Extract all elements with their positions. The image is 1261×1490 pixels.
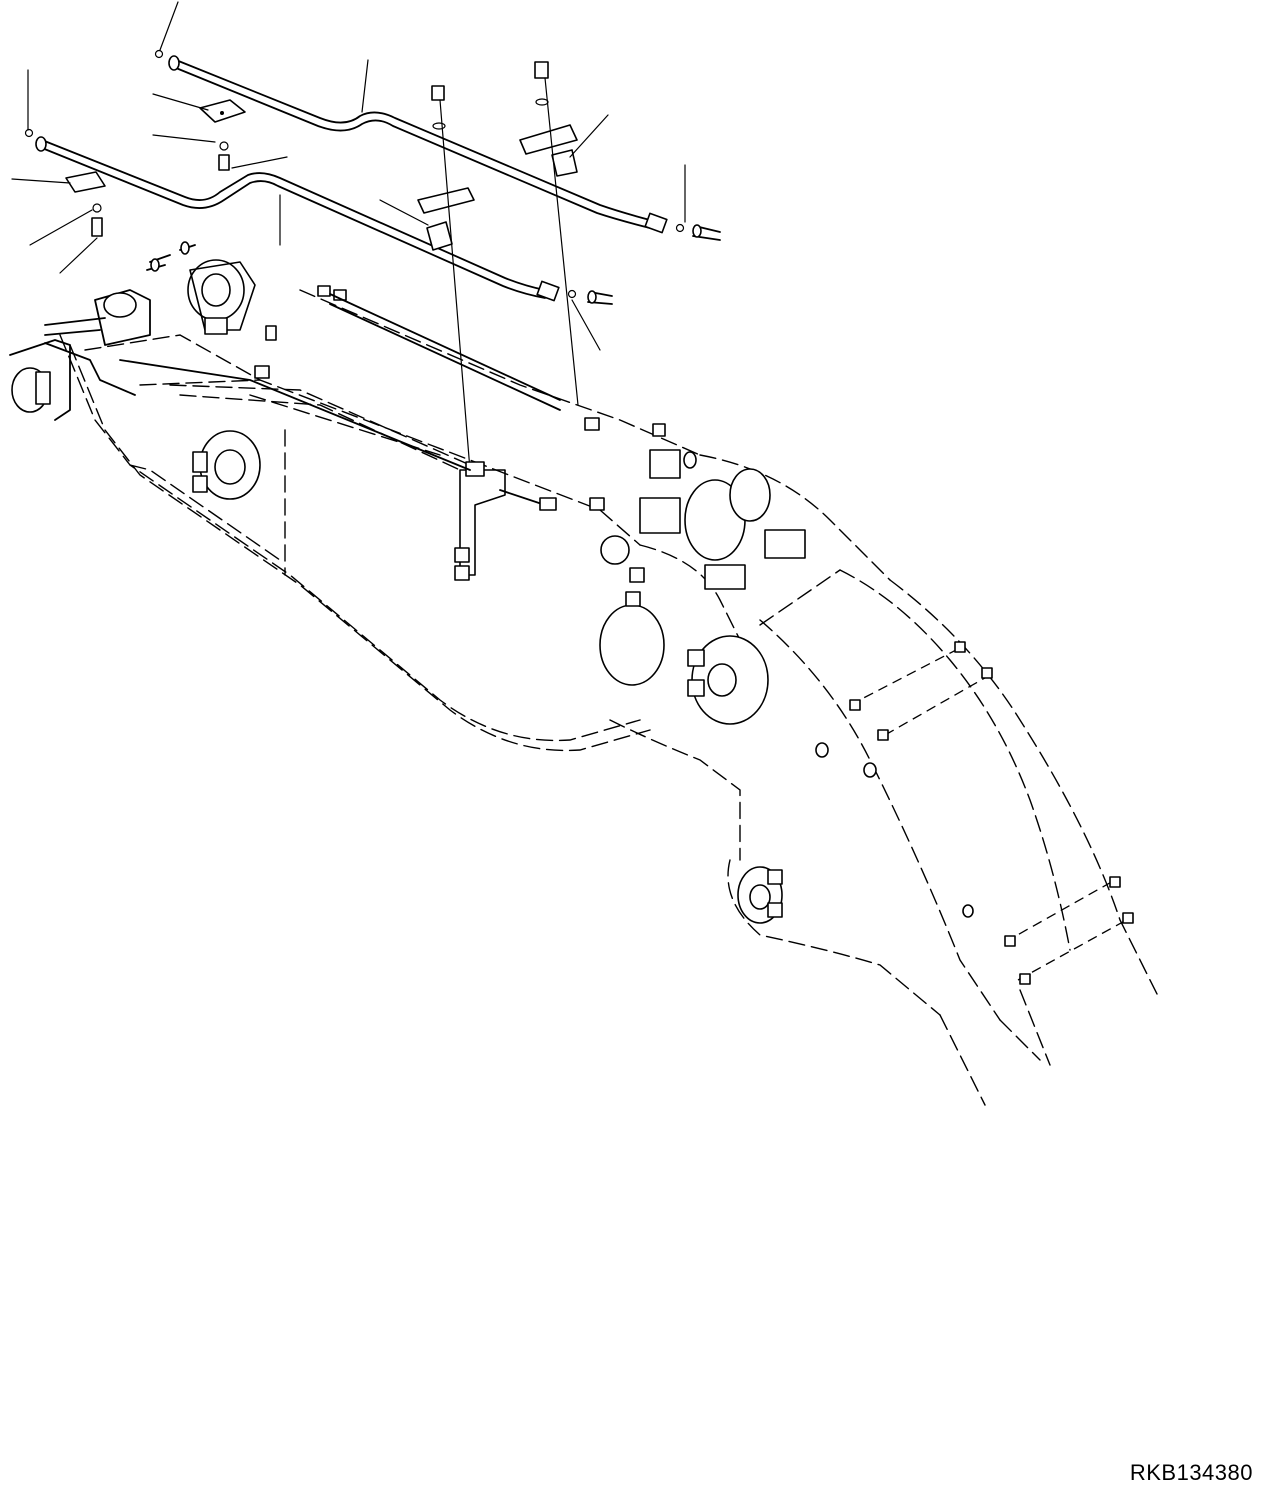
- boom-left-bracket: [9, 289, 151, 421]
- arm-end-pin: [737, 866, 783, 924]
- boom-outline: [59, 289, 1161, 1106]
- callout-leaders: [11, 1, 686, 351]
- boom-hose-fittings: [119, 285, 666, 471]
- lower-pipe: [35, 136, 560, 302]
- cylinder-head-pin: [639, 449, 806, 590]
- o-rings-and-fittings: [24, 49, 721, 305]
- boom-foot-pin: [146, 241, 256, 335]
- clamp-assemblies: [65, 61, 579, 471]
- cover-plate-bolts: [815, 641, 1134, 985]
- upper-pipe: [168, 55, 668, 234]
- boom-side-pin: [192, 430, 261, 500]
- arm-pin-boss: [599, 535, 769, 725]
- drawing-code: RKB134380: [1129, 1460, 1253, 1485]
- hose-clamp-mid: [454, 461, 605, 581]
